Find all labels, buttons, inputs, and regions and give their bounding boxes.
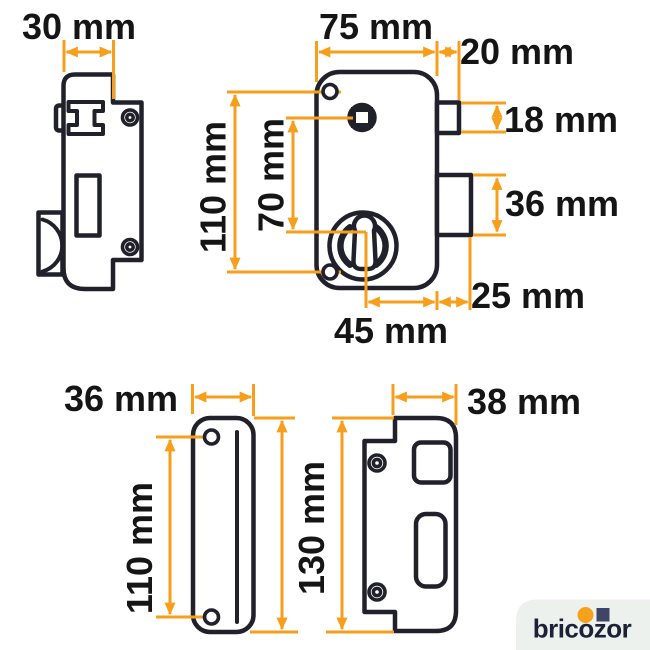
front-cylinder-arc-left — [337, 224, 354, 268]
front-spindle-square — [351, 107, 373, 128]
brand-badge: bricozor — [516, 599, 650, 650]
dim-label-strike-width: 38 mm — [467, 381, 581, 422]
strike-latch-hole — [411, 440, 453, 485]
side-screw-pin-bottom — [125, 242, 136, 253]
dim-label-cylinder-offset: 45 mm — [334, 310, 448, 351]
faceplate-view: 36 mm 110 mm — [64, 378, 298, 635]
front-latch-bolt — [434, 100, 462, 136]
strike-screw-pin-top — [371, 457, 383, 469]
lock-side-view: 30 mm — [22, 6, 144, 292]
dim-label-spindle-to-cylinder: 70 mm — [251, 118, 292, 232]
brand-square-icon — [596, 608, 610, 622]
front-cylinder-arc-right — [372, 224, 389, 268]
brand-badge-background — [516, 599, 650, 650]
brand-logo-text: bricozor — [533, 614, 632, 644]
front-screw-hole-top — [321, 82, 339, 101]
dim-label-faceplate-width: 36 mm — [64, 378, 178, 419]
faceplate-screw-hole-bottom — [202, 608, 221, 626]
dim-label-plates-height: 130 mm — [291, 461, 332, 595]
side-follower-ibeam — [66, 100, 105, 136]
side-slot — [74, 173, 102, 238]
dim-label-front-fixing-height: 110 mm — [193, 121, 234, 253]
brand-dot-icon — [577, 607, 594, 623]
front-deadbolt — [434, 172, 474, 238]
front-screw-hole-bottom — [321, 263, 339, 281]
dim-label-faceplate-fixing-height: 110 mm — [119, 482, 160, 614]
dim-label-latch-height: 18 mm — [504, 99, 618, 140]
faceplate-outline — [190, 415, 256, 635]
strike-bolt-hole — [413, 511, 448, 589]
dim-label-latch-protrusion: 20 mm — [460, 31, 574, 72]
faceplate-screw-hole-top — [202, 428, 221, 446]
strike-plate-view: 130 mm 38 mm — [291, 381, 581, 634]
dim-label-side-width: 30 mm — [22, 6, 136, 47]
strike-screw-pin-bottom — [371, 586, 383, 598]
dim-label-bolt-height: 36 mm — [505, 183, 619, 224]
lock-front-view: 75 mm 20 mm 18 mm 36 mm 25 mm 45 mm 110 … — [193, 6, 620, 351]
side-screw-pin-top — [125, 112, 136, 123]
dim-label-bolt-offset: 25 mm — [471, 275, 585, 316]
dim-label-front-width: 75 mm — [319, 6, 433, 47]
